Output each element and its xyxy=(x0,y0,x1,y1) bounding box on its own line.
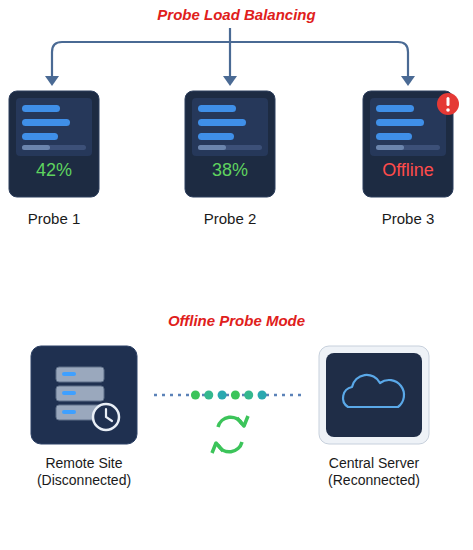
probe-card xyxy=(185,91,275,197)
cloud-outline xyxy=(343,375,404,407)
arrowhead xyxy=(223,76,237,86)
arrowhead xyxy=(45,76,59,86)
clock-hands xyxy=(106,409,112,421)
status-bar xyxy=(376,119,424,126)
node-outline xyxy=(30,345,146,445)
probe-card: 38%Probe 2 xyxy=(184,90,276,198)
server-panel xyxy=(326,353,422,437)
alert-dot xyxy=(446,108,450,112)
data-packet xyxy=(191,391,200,400)
distribution-bracket xyxy=(52,28,408,78)
status-bar xyxy=(22,119,70,126)
probe-name: Probe 2 xyxy=(164,210,296,228)
server-led xyxy=(62,391,76,395)
server-unit xyxy=(56,386,104,401)
status-bar xyxy=(22,105,60,112)
progress-fill xyxy=(198,145,226,150)
data-packet xyxy=(231,391,240,400)
probe-screen xyxy=(192,98,268,156)
node-outline xyxy=(318,345,438,445)
section-heading: Offline Probe Mode xyxy=(0,312,473,329)
clock-face xyxy=(93,404,119,430)
status-bar xyxy=(198,105,236,112)
load-value: Offline xyxy=(362,160,454,181)
alert-badge xyxy=(437,93,459,115)
probe-screen xyxy=(370,98,446,156)
progress-track xyxy=(22,145,86,150)
status-bar xyxy=(376,105,414,112)
central-server-box: Central Server (Reconnected) xyxy=(318,345,430,445)
status-bar xyxy=(376,133,412,140)
data-packet xyxy=(218,391,227,400)
site-label: Central Server (Reconnected) xyxy=(312,455,436,489)
load-value: 38% xyxy=(184,160,276,181)
probe-name: Probe 3 xyxy=(342,210,473,228)
probe-screen xyxy=(16,98,92,156)
progress-fill xyxy=(376,145,404,150)
probe-card: 42%Probe 1 xyxy=(8,90,100,198)
node-outline xyxy=(184,90,284,198)
sync-icon xyxy=(212,416,248,453)
data-packet xyxy=(244,391,253,400)
arrowhead xyxy=(401,76,415,86)
alert-mark xyxy=(447,97,450,106)
progress-track xyxy=(376,145,440,150)
probe-card: OfflineProbe 3 xyxy=(362,90,454,198)
bracket-arrowheads xyxy=(45,76,415,86)
sync-head xyxy=(237,416,248,426)
node-outline xyxy=(362,90,462,198)
status-bar xyxy=(198,133,234,140)
progress-fill xyxy=(22,145,50,150)
status-bar xyxy=(22,133,58,140)
data-packet xyxy=(204,391,213,400)
dashed-link xyxy=(154,394,302,397)
remote-site-box: Remote Site (Disconnected) xyxy=(30,345,138,445)
site-label: Remote Site (Disconnected) xyxy=(22,455,146,489)
data-packet xyxy=(258,391,267,400)
sync-head xyxy=(212,443,223,453)
server-card xyxy=(319,346,429,444)
server-unit xyxy=(56,367,104,382)
probe-card xyxy=(9,91,99,197)
diagram-title: Probe Load Balancing xyxy=(0,6,473,23)
server-led xyxy=(62,410,76,414)
bracket-bar xyxy=(52,42,408,78)
bracket-stem xyxy=(229,28,231,78)
sync-connector xyxy=(154,391,302,400)
progress-track xyxy=(198,145,262,150)
load-value: 42% xyxy=(8,160,100,181)
status-bar xyxy=(198,119,246,126)
probe-name: Probe 1 xyxy=(0,210,120,228)
site-card xyxy=(31,346,137,444)
node-outline xyxy=(8,90,108,198)
server-led xyxy=(62,372,76,376)
